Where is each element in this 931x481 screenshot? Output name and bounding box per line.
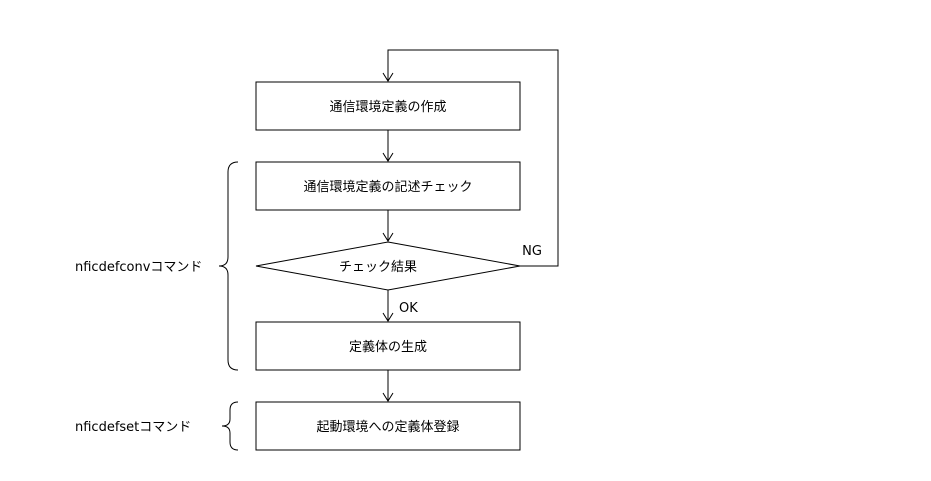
arrow-create-to-check <box>382 130 394 162</box>
step-generate-node: 定義体の生成 <box>255 321 521 371</box>
command-nficdefset-label: nficdefsetコマンド <box>75 420 191 435</box>
step-register-node: 起動環境への定義体登録 <box>255 401 521 451</box>
step-generate-label: 定義体の生成 <box>349 339 427 355</box>
ng-label: NG <box>522 244 542 259</box>
step-check-label: 通信環境定義の記述チェック <box>303 179 472 195</box>
step-generate-box <box>255 321 521 371</box>
step-check-box <box>255 161 521 211</box>
step-create-box <box>255 81 521 131</box>
ok-label: OK <box>399 301 418 316</box>
arrow-ng-loop <box>382 49 559 267</box>
decision-node: チェック結果 <box>255 241 521 291</box>
arrow-check-to-decision <box>382 210 394 242</box>
step-register-box <box>255 401 521 451</box>
decision-label: チェック結果 <box>339 260 417 275</box>
step-register-label: 起動環境への定義体登録 <box>316 419 459 435</box>
command-nficdefconv-label: nficdefconvコマンド <box>75 260 202 275</box>
arrow-decision-to-generate <box>382 290 394 322</box>
step-create-node: 通信環境定義の作成 <box>255 81 521 131</box>
step-check-node: 通信環境定義の記述チェック <box>255 161 521 211</box>
brace-nficdefset <box>221 401 239 451</box>
step-create-label: 通信環境定義の作成 <box>329 99 446 115</box>
arrow-generate-to-register <box>382 370 394 402</box>
brace-nficdefconv <box>218 161 239 371</box>
